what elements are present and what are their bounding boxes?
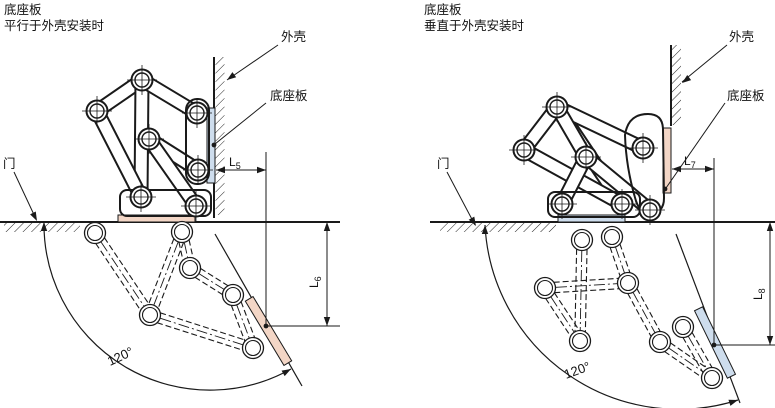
open-linkage-phantom <box>533 225 724 390</box>
figure-title-line1: 底座板 <box>424 2 462 17</box>
base-plate-label: 底座板 <box>727 88 765 103</box>
phantom-centerline <box>182 263 241 300</box>
phantom-pivot-inner <box>603 228 621 246</box>
figure-title-line1: 底座板 <box>4 2 42 17</box>
dimension-arrow <box>257 166 266 174</box>
door-label: 门 <box>3 156 16 171</box>
phantom-pivot-inner <box>651 333 669 351</box>
dimension-arrow <box>766 336 774 345</box>
dimension-arrow <box>682 75 692 83</box>
door-mount-plate <box>557 214 626 223</box>
dim-label-L6: L6 <box>307 276 323 288</box>
housing-wall-hatch <box>215 57 225 215</box>
dimension-arrow <box>227 72 237 80</box>
dimension-marks <box>468 75 774 406</box>
figure-title-line2: 垂直于外壳安装时 <box>424 18 525 33</box>
marker-dot <box>662 186 668 192</box>
housing-leader-line <box>226 44 279 81</box>
angle-label: 120° <box>562 359 592 382</box>
dimension-arrow <box>481 225 489 234</box>
dimension-arrow <box>323 317 331 326</box>
phantom-link-edge <box>144 229 178 314</box>
phantom-pivot-inner <box>181 259 199 277</box>
phantom-pivot-inner <box>619 274 637 292</box>
phantom-pivot-inner <box>674 318 692 336</box>
phantom-link-edge <box>622 285 656 345</box>
phantom-link-edge <box>548 284 585 339</box>
phantom-link-edge <box>545 287 629 294</box>
phantom-link-edge <box>148 319 252 354</box>
left-figure: 120° L5 L6 外壳 底座板 门 底座板 平行于外壳安装时 <box>0 2 340 391</box>
phantom-centerline <box>142 312 261 351</box>
base-plate-leader-line <box>665 102 726 189</box>
phantom-centerline <box>146 224 186 323</box>
angle-label: 120° <box>105 344 136 369</box>
open-linkage-phantom <box>83 220 265 360</box>
base-plate-leader-line <box>214 102 267 145</box>
phantom-pivot-inner <box>86 224 104 242</box>
phantom-pivot-inner <box>173 223 191 241</box>
phantom-link-edge <box>544 277 628 284</box>
dimension-arrow <box>30 211 37 221</box>
dimension-arrow <box>672 165 681 173</box>
door-surface-hatch <box>4 223 80 232</box>
pivot-joints <box>509 92 665 225</box>
phantom-link-edge <box>98 229 155 313</box>
dim-label-L5: L5 <box>229 155 241 171</box>
right-figure: 120° L7 L8 外壳 底座板 门 底座板 垂直于外壳安装时 <box>424 2 775 408</box>
phantom-link-edge <box>154 233 188 318</box>
housing-label: 外壳 <box>281 30 306 44</box>
phantom-link-edge <box>90 235 147 319</box>
marker-dot <box>263 323 269 329</box>
open-door-plate <box>693 306 737 379</box>
phantom-pivot-inner <box>224 286 242 304</box>
link-bar <box>91 105 147 203</box>
dim-label-L7: L7 <box>684 154 696 170</box>
phantom-pivot-inner <box>536 279 554 297</box>
phantom-pivot-inner <box>244 339 262 357</box>
phantom-pivot-inner <box>571 332 589 350</box>
marker-dot <box>711 342 717 348</box>
phantom-centerline <box>579 231 583 350</box>
figure-title-line2: 平行于外壳安装时 <box>4 18 105 33</box>
housing-label: 外壳 <box>729 30 754 44</box>
housing-wall-hatch <box>672 45 681 125</box>
phantom-link-edge <box>662 337 716 375</box>
door-leader-line <box>13 171 37 220</box>
phantom-pivot-inner <box>141 306 159 324</box>
door-surface-hatch <box>440 223 556 232</box>
door-label: 门 <box>437 156 450 171</box>
pivot-joints <box>82 65 213 221</box>
link-bar <box>551 101 649 154</box>
swing-angle-arc <box>484 224 739 408</box>
phantom-link-edge <box>540 290 577 345</box>
dim-label-L8: L8 <box>751 288 767 300</box>
phantom-pivot-inner <box>703 369 721 387</box>
dimension-arrow <box>281 369 291 377</box>
open-door-plate <box>244 295 293 367</box>
phantom-link-edge <box>632 280 666 340</box>
link-bar <box>143 133 202 212</box>
marker-dot <box>211 142 217 148</box>
housing-leader-line <box>681 44 728 83</box>
phantom-link-edge <box>656 345 710 383</box>
wall-bracket <box>185 98 210 185</box>
door-leader-line <box>446 171 476 226</box>
phantom-centerline <box>623 275 665 350</box>
door-bracket <box>119 189 212 217</box>
dimension-arrow <box>216 166 225 174</box>
phantom-pivot-inner <box>573 231 591 249</box>
phantom-link-edge <box>151 309 255 344</box>
dimension-arrow <box>323 222 331 231</box>
dimension-arrow <box>728 399 738 406</box>
base-plate-label: 底座板 <box>270 88 308 103</box>
dimension-arrow <box>766 222 774 231</box>
swing-angle-arc <box>43 221 292 391</box>
dimension-arrow <box>468 216 476 226</box>
dimension-arrow <box>705 165 714 173</box>
dimension-arrow <box>40 222 48 231</box>
dimension-marks <box>30 72 331 377</box>
